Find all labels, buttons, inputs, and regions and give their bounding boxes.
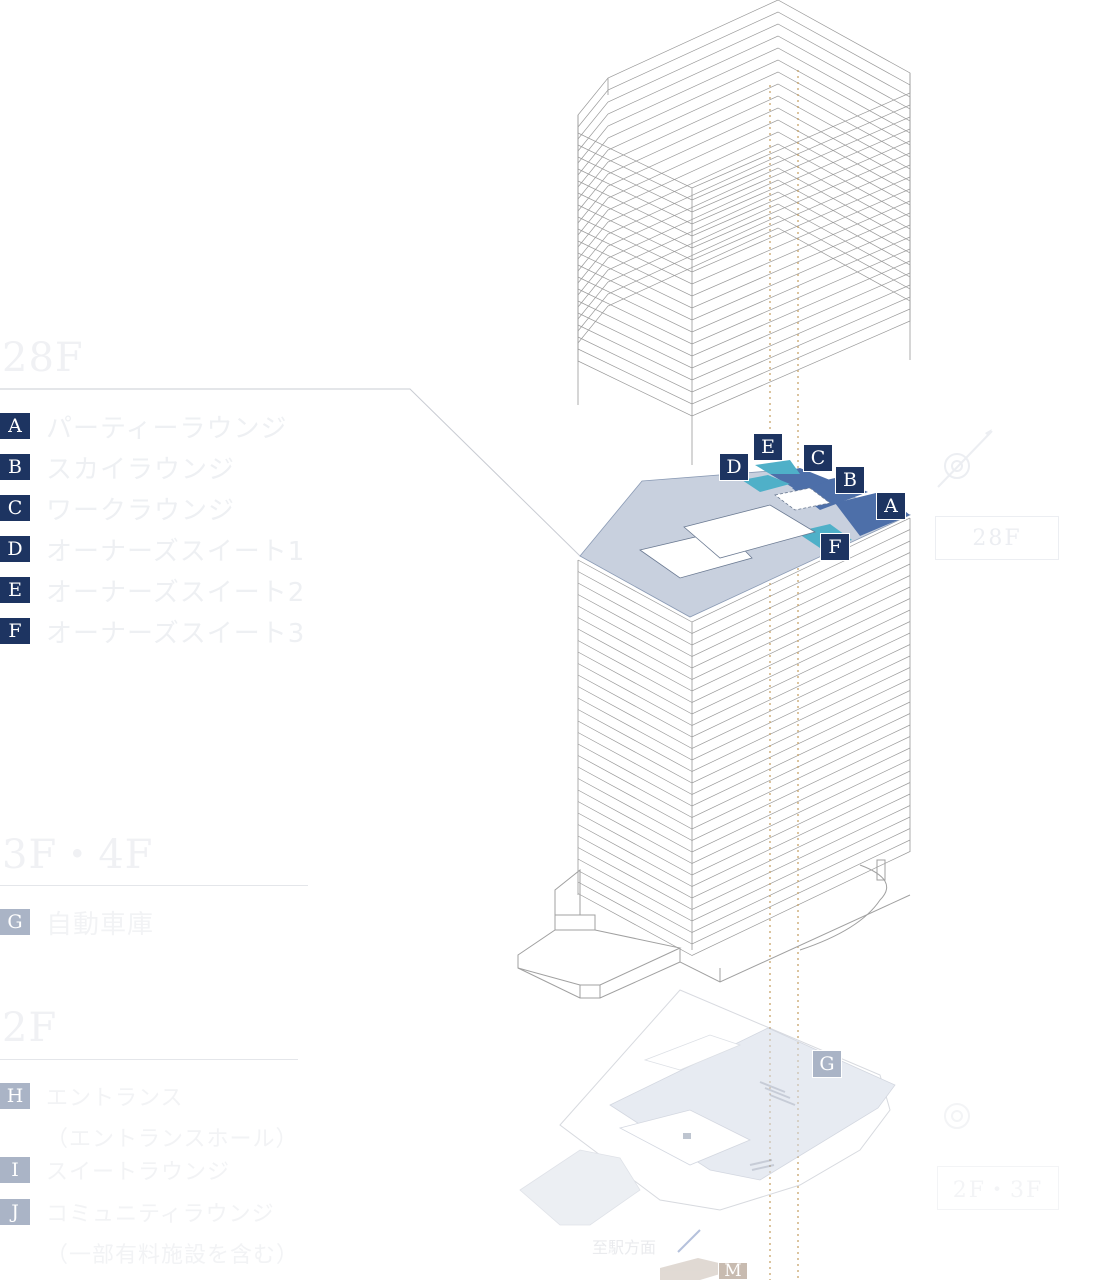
floor3-4-title: 3F・4F — [2, 832, 154, 878]
map-badge-e[interactable]: E — [753, 433, 783, 461]
map-badge-g[interactable]: G — [812, 1050, 842, 1078]
upper-floor-outline — [577, 167, 911, 357]
badge-e: E — [0, 577, 30, 603]
lower-floor-outline — [577, 598, 911, 703]
lower-floor-outline — [577, 655, 911, 761]
upper-floor-outline — [577, 227, 911, 417]
legend-item-j[interactable]: J コミュニティラウンジ — [0, 1199, 275, 1227]
courtyard-main — [683, 504, 817, 559]
legend-item-c[interactable]: C ワークラウンジ — [0, 495, 235, 526]
floor3-4-divider — [0, 885, 308, 886]
legend-item-g[interactable]: G 自動車庫 — [0, 909, 154, 940]
legend-item-h[interactable]: H エントランス — [0, 1083, 184, 1111]
room-e-area — [755, 460, 800, 474]
legend-item-e[interactable]: E オーナーズスイート2 — [0, 577, 305, 608]
upper-floor-outline — [577, 155, 911, 345]
legend-label-h-sub: （エントランスホール） — [46, 1127, 299, 1152]
map-badge-c[interactable]: C — [803, 444, 833, 472]
lower-floor-outline — [577, 724, 911, 830]
legend-item-d[interactable]: D オーナーズスイート1 — [0, 536, 305, 567]
lower-floor-outline — [577, 678, 911, 784]
badge-h: H — [0, 1083, 30, 1109]
legend-item-a[interactable]: A パーティーラウンジ — [0, 413, 287, 444]
street-direction-label: 至駅方面 — [592, 1238, 657, 1257]
leader-line-28f — [0, 388, 581, 557]
map-badge-b[interactable]: B — [835, 466, 865, 494]
floor28-title: 28F — [2, 335, 84, 381]
compass-icon — [937, 429, 993, 488]
lower-tower-floors — [577, 517, 911, 956]
lower-floor-outline — [577, 690, 911, 795]
badge-b: B — [0, 454, 30, 480]
legend-label-b: スカイラウンジ — [46, 454, 236, 485]
legend-item-f[interactable]: F オーナーズスイート3 — [0, 618, 305, 649]
lower-floor-outline — [577, 632, 911, 738]
badge-d: D — [0, 536, 30, 562]
legend-label-d: オーナーズスイート1 — [46, 536, 306, 567]
legend-label-h: エントランス — [46, 1086, 184, 1111]
badge-j: J — [0, 1199, 30, 1225]
map-badge-f[interactable]: F — [820, 533, 850, 561]
badge-c: C — [0, 495, 30, 521]
lower-floor-outline — [577, 747, 911, 853]
room-d-area — [742, 475, 790, 492]
floor2-divider — [0, 1059, 298, 1060]
upper-floor-outline — [577, 215, 911, 405]
legend-item-i[interactable]: I スイートラウンジ — [0, 1157, 231, 1185]
upper-floor-outline — [577, 179, 911, 369]
upper-floor-outline — [577, 191, 911, 381]
floor-indicator-lower[interactable]: 2F・3F — [937, 1166, 1059, 1210]
legend-label-i: スイートラウンジ — [46, 1160, 231, 1185]
lower-floor-outline — [577, 839, 911, 945]
legend-item-b[interactable]: B スカイラウンジ — [0, 454, 235, 485]
floor2-plan — [519, 989, 896, 1280]
lower-floor-outline — [577, 586, 911, 692]
upper-floor-outline — [577, 131, 911, 321]
lower-floor-outline — [577, 667, 911, 772]
lower-floor-outline — [577, 713, 911, 818]
compass-icon-lower — [944, 1103, 970, 1129]
legend-label-g: 自動車庫 — [46, 909, 155, 940]
lower-floor-outline — [577, 816, 911, 922]
map-badge-m[interactable]: M — [718, 1262, 748, 1280]
lower-floor-outline — [577, 644, 911, 749]
lower-floor-outline — [577, 609, 911, 715]
upper-floor-outline — [577, 119, 911, 309]
lower-floor-outline — [577, 782, 911, 887]
legend-label-f: オーナーズスイート3 — [46, 618, 306, 649]
lower-floor-outline — [577, 770, 911, 876]
upper-floor-outline — [577, 143, 911, 333]
floor2-title: 2F — [2, 1005, 58, 1051]
podium-structure — [517, 859, 911, 999]
lower-floor-outline — [577, 621, 911, 726]
map-badge-a[interactable]: A — [876, 492, 906, 520]
legend-label-a: パーティーラウンジ — [46, 413, 288, 444]
upper-floor-outline — [577, 203, 911, 393]
legend-label-c: ワークラウンジ — [46, 495, 236, 526]
lower-floor-outline — [577, 793, 911, 899]
lower-floor-outline — [577, 828, 911, 933]
lower-floor-outline — [577, 701, 911, 807]
lower-floor-outline — [577, 805, 911, 910]
badge-g: G — [0, 909, 30, 935]
floor-indicator-upper[interactable]: 28F — [935, 516, 1059, 560]
courtyard-core — [774, 487, 831, 511]
map-badge-d[interactable]: D — [719, 453, 749, 481]
badge-a: A — [0, 413, 30, 439]
legend-label-e: オーナーズスイート2 — [46, 577, 306, 608]
legend-label-j-sub: （一部有料施設を含む） — [46, 1243, 300, 1268]
lower-floor-outline — [577, 736, 911, 841]
badge-i: I — [0, 1157, 30, 1183]
lower-floor-outline — [577, 851, 911, 956]
upper-tower-floors — [577, 0, 911, 465]
badge-f: F — [0, 618, 30, 644]
upper-floor-outline — [577, 95, 911, 285]
lower-floor-outline — [577, 759, 911, 864]
upper-floor-outline — [577, 107, 911, 297]
legend-label-j: コミュニティラウンジ — [46, 1202, 275, 1227]
